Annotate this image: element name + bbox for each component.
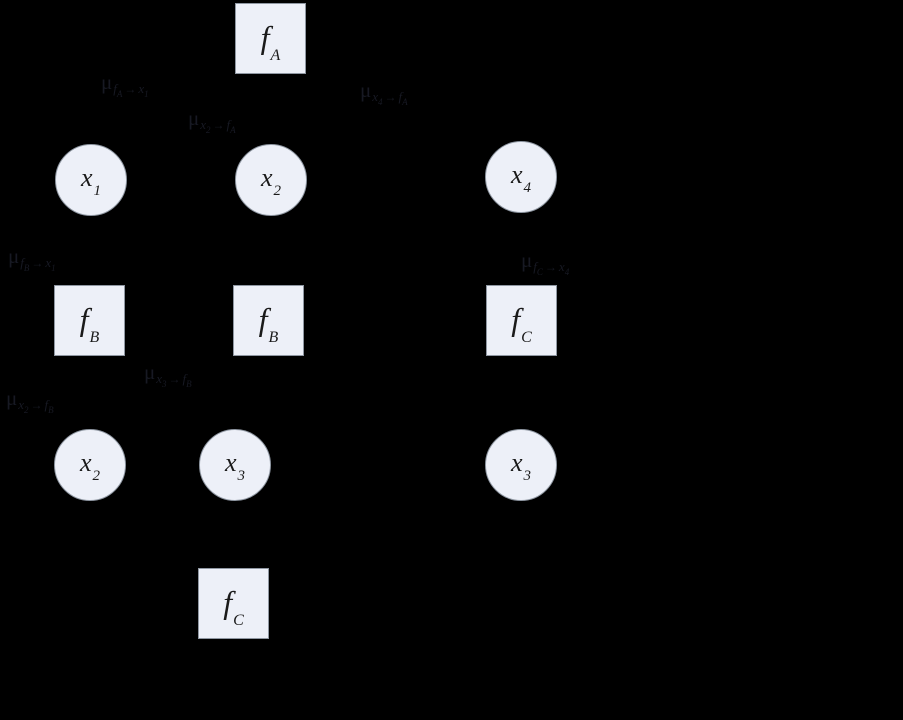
mu-symbol: μ — [521, 248, 533, 272]
arrow-icon: → — [124, 82, 137, 96]
arrow-icon: → — [31, 256, 44, 270]
mu-symbol: μ — [144, 360, 156, 384]
mu-symbol: μ — [188, 106, 200, 130]
mu-symbol: μ — [6, 386, 18, 410]
arrow-icon: → — [384, 90, 397, 104]
arrow-icon: → — [168, 372, 181, 386]
mu-symbol: μ — [101, 70, 113, 94]
mu-symbol: μ — [360, 78, 372, 102]
arrow-icon: → — [544, 260, 557, 274]
mu-symbol: μ — [8, 244, 20, 268]
arrow-icon: → — [30, 398, 43, 412]
arrow-icon: → — [212, 118, 225, 132]
